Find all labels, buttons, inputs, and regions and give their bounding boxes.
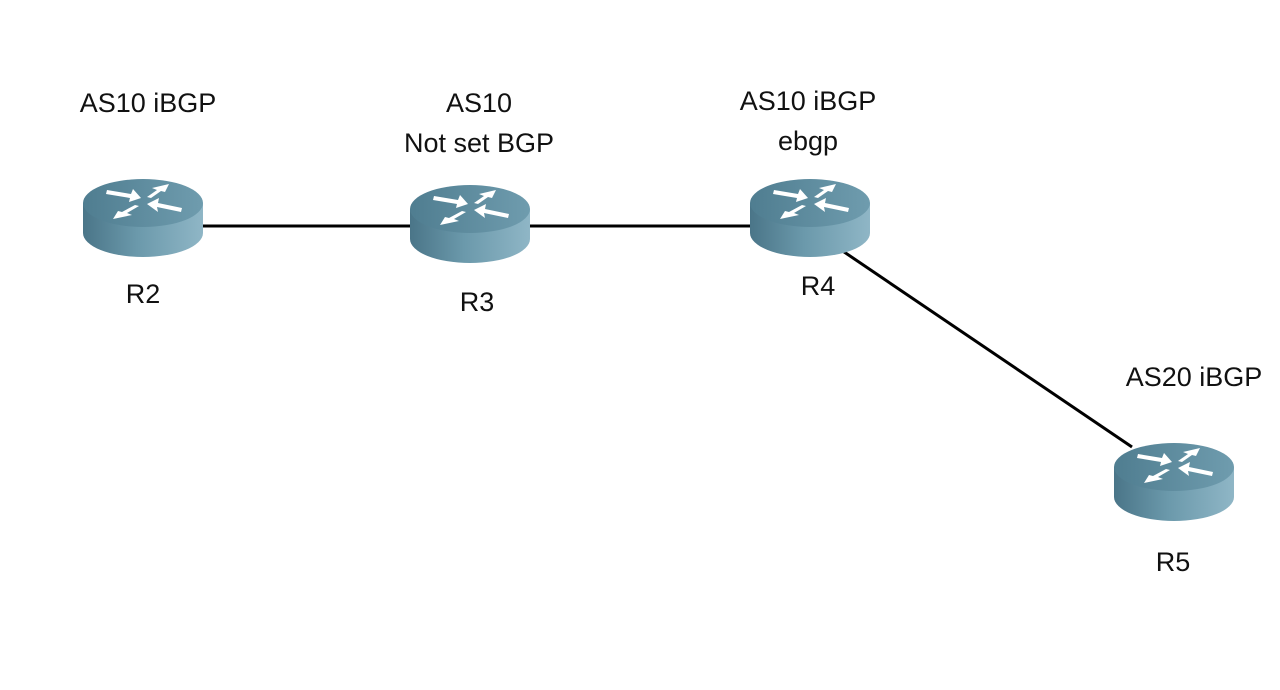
annotation-line: AS20 iBGP	[1125, 362, 1263, 392]
router-name-r4: R4	[800, 271, 836, 301]
router-name-r3: R3	[459, 287, 495, 317]
router-icon	[83, 179, 203, 257]
router-icon	[410, 185, 530, 263]
routers-layer	[83, 179, 1234, 521]
router-name-r5: R5	[1155, 547, 1191, 577]
annotation-line: Not set BGP	[403, 128, 555, 158]
annotation-line: AS10	[445, 88, 513, 118]
router-annotation-r4: AS10 iBGP ebgp	[740, 81, 877, 161]
link-r4-r5	[821, 235, 1133, 449]
router-name-r2: R2	[125, 279, 161, 309]
router-icon	[750, 179, 870, 257]
router-annotation-r5: AS20 iBGP	[1126, 357, 1263, 397]
router-icon	[1114, 443, 1234, 521]
router-annotation-r2: AS10 iBGP	[80, 83, 217, 123]
annotation-line: AS10 iBGP	[739, 86, 877, 116]
router-annotation-r3: AS10 Not set BGP	[404, 83, 554, 163]
annotation-line: AS10 iBGP	[79, 88, 217, 118]
links-layer	[181, 224, 1133, 449]
annotation-line: ebgp	[777, 126, 839, 156]
